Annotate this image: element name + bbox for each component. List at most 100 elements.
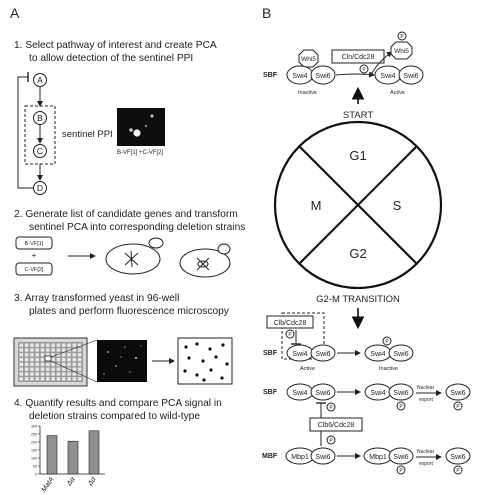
plate-well [56,367,61,371]
y-tick-label: 100 [31,457,37,461]
whi5-left-label: Whi5 [301,56,316,63]
export-label-2: export [419,461,434,467]
plate-well [24,343,29,347]
plate-well [46,362,50,367]
plate-well [56,353,61,357]
plate-well [19,357,24,362]
plate-well [56,357,61,362]
swi6-5: Swi6 [315,390,330,397]
plate-well [51,372,55,376]
yeast-cell-2 [179,248,231,278]
plate-well [30,377,34,381]
nuclear-label-1: Nuclear [417,385,435,391]
plate-well [51,367,55,371]
g2m-transition-label: G2-M TRANSITION [316,294,400,305]
plate-well [72,367,77,371]
swi6-3: Swi6 [315,351,330,358]
swi6-6: Swi6 [393,390,408,397]
plate-well [61,372,66,376]
plate-well [67,353,71,357]
plate-well [35,348,39,352]
bar [46,435,58,475]
plate-well [35,343,39,347]
plate-well [61,367,66,371]
plate-well [56,348,61,352]
sentinel-label: sentinel PPI [62,129,113,140]
plate-well [72,377,77,381]
box-bottom-label: C-VF[2] [25,267,44,273]
nuclear-label-2: Nuclear [417,449,435,455]
clb6-cdc28-label: Clb6/Cdc28 [318,422,355,429]
node-c [33,144,47,158]
panel-label-b: B [262,5,272,21]
plate-well [30,357,34,362]
plate-well [72,357,77,362]
clb6-regulation: P Clb6/Cdc28 P [309,402,363,446]
plate-well [35,362,39,367]
plate-well [77,343,82,347]
y-tick-label: 250 [31,433,37,437]
step1-line2: to allow detection of the sentinel PPI [29,53,194,64]
plate-well [56,377,61,381]
plate-well [24,362,29,367]
plate-well [67,343,71,347]
plate-well [35,357,39,362]
p-circle-7: P [329,405,333,411]
plate-well [24,357,29,362]
phase-s: S [393,198,402,213]
micrograph-caption: B-VF[1] +C-VF[2] [117,150,164,156]
transform-diagram: B-VF[1] + C-VF[2] [15,236,231,278]
x-category-label: Δd [86,475,98,488]
node-a [33,73,47,87]
swi4-2: Swi4 [380,73,395,80]
node-c-label: C [37,146,43,156]
y-tick-label: 0 [35,473,37,477]
plate-well [19,377,24,381]
plate-well [19,353,24,357]
plate-well [40,348,45,352]
plate-well [35,377,39,381]
plate-well [46,348,50,352]
plate-well [77,357,82,362]
y-tick-label: 150 [31,449,37,453]
panel-label-a: A [10,5,20,21]
pathway-diagram: A B C D sentinel PPI [17,72,113,195]
plate-well [67,362,71,367]
plate-well [30,362,34,367]
plate-well [30,343,34,347]
g2m-sbf-row2: SBF Swi4 Swi6 Swi4 Swi6 P Nuclear export… [263,383,471,411]
plate-well [56,343,61,347]
plate-well [24,348,29,352]
plate-well [19,362,24,367]
plate-well [24,367,29,371]
plate-well [40,353,45,357]
plate-well [72,343,77,347]
p-circle-2: P [400,34,404,40]
fluorescence-image [97,340,147,382]
p-circle-4: P [385,339,389,345]
swi6-9: Swi6 [393,454,408,461]
plate-well [67,357,71,362]
plate-well [51,357,55,362]
plate-well [61,348,66,352]
plate-well [67,348,71,352]
swi6-4: Swi6 [393,351,408,358]
p-circle-10: P [456,468,460,474]
phase-m: M [311,198,322,213]
y-tick-label: 50 [33,465,37,469]
plate-well [46,377,50,381]
mbp1-2: Mbp1 [369,454,387,461]
plate-well [40,372,45,376]
plate-well [46,343,50,347]
sbf-label-1: SBF [263,72,278,79]
x-category-label: Δα [65,475,77,488]
p-circle-6: P [456,404,460,410]
plate-well [51,343,55,347]
yeast-cell-1 [105,243,161,275]
step4-line2: deletion strains compared to wild-type [29,411,201,422]
plate-well [40,377,45,381]
sbf-start-diagram: Whi5 SBF Swi4 Swi6 Inactive Cln/Cdc28 P … [263,31,424,121]
plate-well [46,353,50,357]
